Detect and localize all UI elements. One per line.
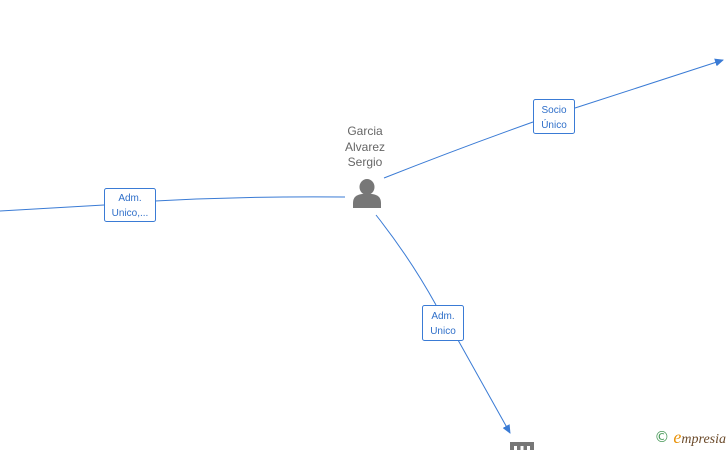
brand-rest: mpresia bbox=[681, 431, 726, 447]
person-name-line3: Sergio bbox=[348, 155, 383, 169]
edge-bottom[interactable] bbox=[375, 214, 510, 433]
edge-label-left[interactable]: Adm. Unico,... bbox=[104, 188, 156, 222]
building-icon[interactable] bbox=[510, 442, 534, 450]
copyright-icon: © bbox=[654, 428, 670, 446]
edge-label-left-line2: Unico,... bbox=[112, 208, 149, 219]
empresia-watermark: © empresia bbox=[654, 427, 726, 447]
edge-label-bottom-line2: Unico bbox=[430, 326, 456, 337]
edge-label-top-right-line1: Socio bbox=[541, 105, 566, 116]
edge-top-right-line[interactable] bbox=[383, 60, 723, 179]
edge-top-right[interactable] bbox=[383, 60, 723, 179]
brand-logo: empresia bbox=[673, 427, 726, 448]
edge-label-bottom-line1: Adm. bbox=[431, 311, 454, 322]
person-name-line2: Alvarez bbox=[345, 140, 385, 154]
edge-left[interactable] bbox=[0, 196, 346, 212]
brand-initial: e bbox=[673, 426, 682, 447]
person-node[interactable]: Garcia Alvarez Sergio bbox=[345, 124, 385, 208]
edge-label-left-line1: Adm. bbox=[118, 193, 141, 204]
person-icon[interactable] bbox=[353, 179, 381, 208]
edge-label-top-right[interactable]: Socio Único bbox=[533, 99, 575, 134]
company-node[interactable] bbox=[510, 442, 534, 450]
person-name-line1: Garcia bbox=[347, 124, 383, 138]
edge-label-top-right-line2: Único bbox=[541, 118, 567, 131]
edge-left-line[interactable] bbox=[0, 196, 346, 212]
edge-label-bottom[interactable]: Adm. Unico bbox=[422, 305, 464, 341]
edge-bottom-line[interactable] bbox=[375, 214, 510, 433]
